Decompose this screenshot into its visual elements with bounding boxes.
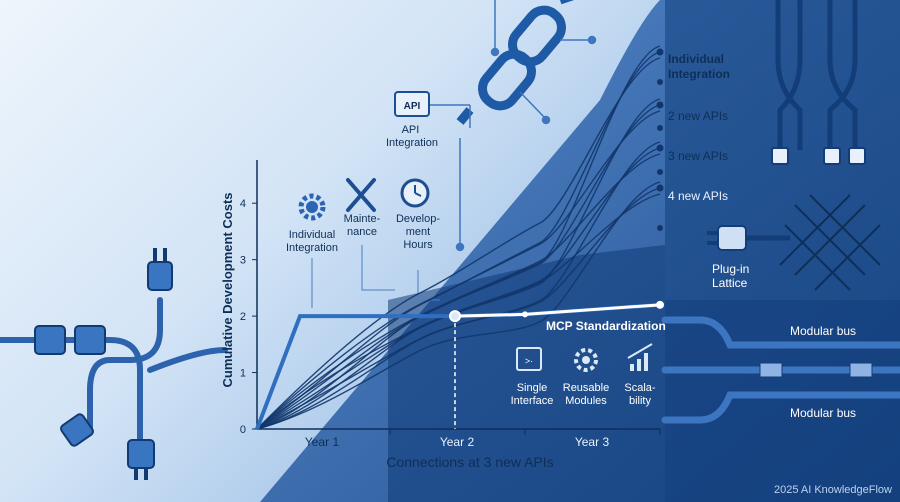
right-label-3-new-apis: 3 new APIs — [668, 149, 728, 163]
y-tick-label: 3 — [240, 255, 246, 267]
series-end-point — [657, 225, 663, 231]
series-endpoints — [449, 48, 664, 323]
api-integration-line1: API — [402, 124, 420, 136]
chain-link-icon — [456, 0, 575, 125]
reusable-gear-icon — [574, 348, 598, 372]
lattice-grid-icon — [779, 194, 881, 291]
series-end-point — [656, 144, 664, 152]
plug-icon-left — [34, 325, 106, 355]
x-tick-label: Year 2 — [440, 435, 475, 449]
x-tick-label: Year 3 — [575, 435, 610, 449]
annotation-leaders — [311, 245, 440, 308]
plug-icons-row — [771, 147, 866, 165]
x-axis-label: Connections at 3 new APIs — [386, 454, 553, 470]
scalability-chart-icon — [627, 343, 653, 371]
api-chip-text: API — [404, 101, 421, 112]
clock-icon — [400, 178, 430, 208]
series-lines — [255, 45, 661, 430]
modular-bus-label-1: Modular bus — [790, 324, 856, 338]
series-line-4-new-apis — [256, 193, 661, 430]
series-end-point — [657, 79, 663, 85]
right-label-4-new-apis: 4 new APIs — [668, 189, 728, 203]
y-tick-label: 4 — [240, 198, 246, 210]
plug-in-icon — [707, 225, 790, 251]
scalability-label: Scala-bility — [624, 382, 656, 407]
wrench-screwdriver-icon — [346, 178, 376, 212]
plug-icon-top — [147, 248, 173, 291]
mcp-standardization-label: MCP Standardization — [546, 319, 666, 333]
series-end-point — [657, 169, 663, 175]
api-integration-label: API Integration — [386, 124, 438, 149]
series-end-point — [657, 125, 663, 131]
series-end-point — [656, 101, 664, 109]
circuit-traces — [430, 0, 597, 252]
y-tick-label: 0 — [240, 424, 246, 436]
cable-bundle-illustration — [775, 0, 858, 150]
api-chip-icon: API — [394, 91, 430, 117]
api-integration-line2: Integration — [386, 137, 438, 149]
series-end-point — [656, 184, 664, 192]
modular-bus-label-2: Modular bus — [790, 406, 856, 420]
x-tick-label: Year 1 — [305, 435, 340, 449]
series-end-point — [656, 48, 664, 56]
series-line-4-new-apis — [256, 187, 661, 430]
y-tick-label: 1 — [240, 368, 246, 380]
mcp-point — [522, 311, 528, 318]
series-line-4-new-apis — [256, 181, 661, 430]
crossover-point — [449, 310, 461, 323]
plug-connector-illustration — [0, 297, 228, 443]
series-line-3-new-apis — [256, 153, 661, 430]
maintenance-annotation: Mainte-nance — [344, 213, 381, 238]
plug-icon-bottom — [127, 439, 155, 480]
bus-panel — [665, 300, 900, 502]
y-tick-label: 2 — [240, 311, 246, 323]
footer-credit: 2025 AI KnowledgeFlow — [774, 484, 892, 496]
single-interface-icon: >· — [516, 347, 542, 371]
bus-connectors — [759, 362, 873, 378]
series-line-individual-integration — [256, 57, 661, 430]
right-label-2-new-apis: 2 new APIs — [668, 109, 728, 123]
gear-icon — [298, 193, 326, 221]
plug-icon-bottom-left — [60, 413, 94, 447]
y-axis-label: Cumulative Development Costs — [220, 192, 235, 387]
series-line-2-new-apis — [256, 110, 661, 430]
svg-text:>·: >· — [525, 356, 533, 366]
mcp-end-point — [656, 300, 664, 309]
